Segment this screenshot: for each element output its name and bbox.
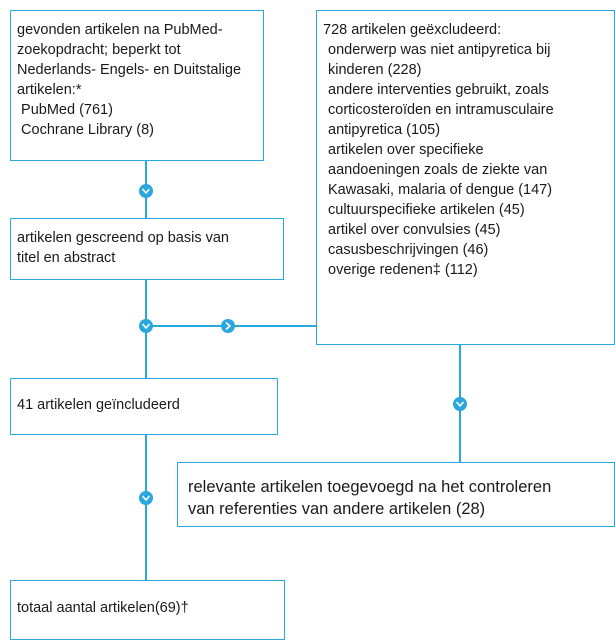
box-line: 41 artikelen geïncludeerd: [17, 397, 180, 413]
added-references-box: relevante artikelen toegevoegd na het co…: [177, 462, 615, 527]
chevron-down-icon: [139, 491, 153, 505]
box-line: gevonden artikelen na PubMed-: [17, 22, 223, 38]
box-line: artikelen:*: [17, 82, 82, 98]
box-line: totaal aantal artikelen(69)†: [17, 600, 189, 616]
box-line: kinderen (228): [328, 62, 422, 78]
box-line: 728 artikelen geëxcludeerd:: [323, 22, 502, 38]
box-line: andere interventies gebruikt, zoals: [328, 82, 549, 98]
box-line: artikelen over specifieke: [328, 142, 484, 158]
box-line: antipyretica (105): [328, 122, 441, 138]
box-line: van referenties van andere artikelen (28…: [188, 500, 486, 518]
total-box: totaal aantal artikelen(69)†: [10, 580, 285, 640]
search-results-box: gevonden artikelen na PubMed- zoekopdrac…: [10, 10, 264, 161]
box-line: overige redenen‡ (112): [328, 262, 478, 278]
box-line: PubMed (761): [17, 102, 113, 118]
included-box: 41 artikelen geïncludeerd: [10, 378, 278, 435]
connector-included-to-total: [145, 435, 147, 580]
box-line: Kawasaki, malaria of dengue (147): [328, 182, 553, 198]
chevron-down-icon: [453, 397, 467, 411]
box-line: Nederlands- Engels- en Duitstalige: [17, 62, 242, 78]
box-line: aandoeningen zoals de ziekte van: [328, 162, 548, 178]
chevron-down-icon: [139, 319, 153, 333]
box-line: corticosteroïden en intramusculaire: [328, 102, 554, 118]
box-line: onderwerp was niet antipyretica bij: [328, 42, 551, 58]
excluded-box: 728 artikelen geëxcludeerd: onderwerp wa…: [316, 10, 615, 345]
box-line: zoekopdracht; beperkt tot: [17, 42, 181, 58]
box-line: casusbeschrijvingen (46): [328, 242, 489, 258]
box-line: cultuurspecifieke artikelen (45): [328, 202, 525, 218]
box-line: artikelen gescreend op basis van: [17, 230, 229, 246]
screened-box: artikelen gescreend op basis van titel e…: [10, 218, 284, 280]
box-line: titel en abstract: [17, 250, 116, 266]
chevron-down-icon: [139, 184, 153, 198]
box-line: relevante artikelen toegevoegd na het co…: [188, 478, 552, 496]
box-line: artikel over convulsies (45): [328, 222, 501, 238]
chevron-right-icon: [221, 319, 235, 333]
box-line: Cochrane Library (8): [17, 122, 154, 138]
